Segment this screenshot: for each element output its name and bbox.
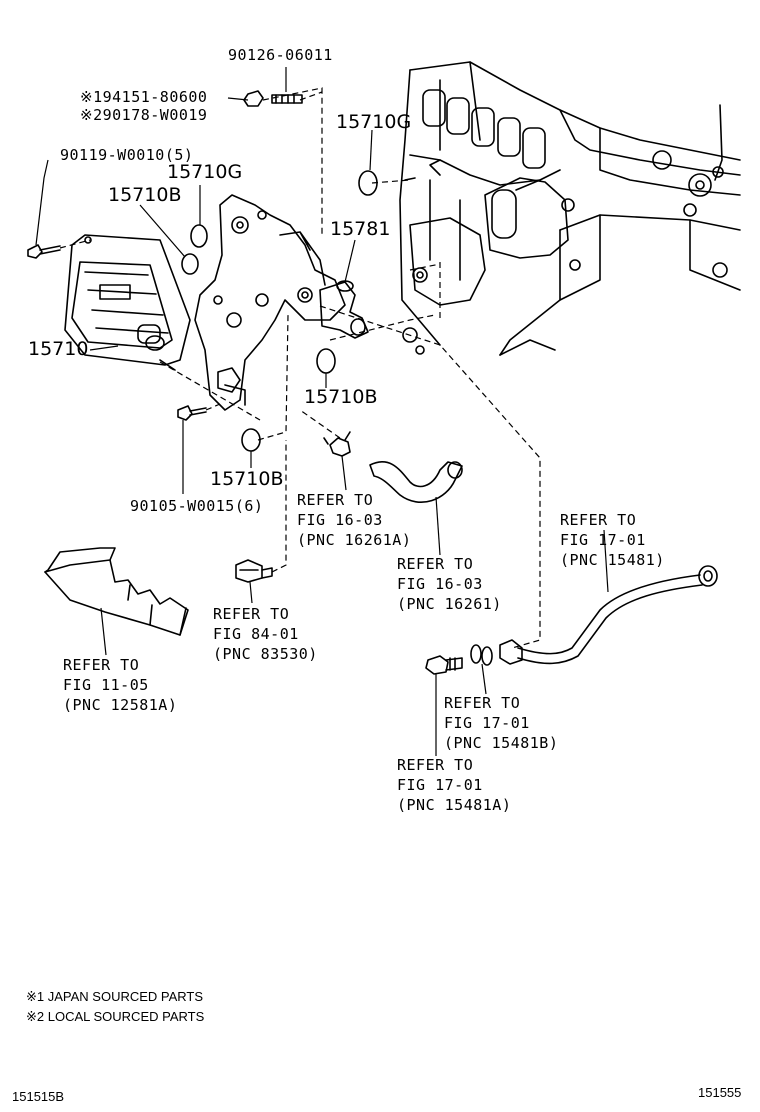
- part-label-90178[interactable]: ※290178-W0019: [80, 106, 208, 124]
- oil-cooler-illustration: [64, 234, 191, 371]
- part-label-15781[interactable]: 15781: [330, 218, 391, 240]
- footer-left-code: 151515B: [12, 1089, 65, 1104]
- refer-fig: FIG 17-01: [397, 776, 483, 794]
- gasket-pair-illustration: [470, 644, 493, 666]
- refer-fig: FIG 16-03: [297, 511, 383, 529]
- oil-pipe-illustration: [499, 565, 718, 665]
- union-bolt-illustration: [425, 655, 463, 675]
- refer-line: REFER TO: [397, 555, 474, 573]
- engine-block-illustration: [399, 61, 741, 356]
- cooler-bracket-illustration: [194, 194, 369, 411]
- part-label-15710g-upper[interactable]: 15710G: [336, 111, 412, 133]
- refer-block-83530[interactable]: REFER TO FIG 84-01 (PNC 83530): [213, 604, 318, 664]
- oil-pressure-switch-illustration: [235, 559, 273, 583]
- refer-fig: FIG 84-01: [213, 625, 299, 643]
- assembly-guide-lines: [59, 87, 541, 649]
- part-label-15710b-right[interactable]: 15710B: [304, 386, 378, 408]
- refer-block-16261a[interactable]: REFER TO FIG 16-03 (PNC 16261A): [297, 490, 411, 550]
- part-label-90105[interactable]: 90105-W0015(6): [130, 497, 264, 515]
- leader-lines: [35, 67, 609, 756]
- bolt-90119: [27, 244, 61, 259]
- refer-line: REFER TO: [63, 656, 140, 674]
- refer-fig: FIG 11-05: [63, 676, 149, 694]
- part-label-15710b-lower[interactable]: 15710B: [210, 468, 284, 490]
- refer-fig: FIG 17-01: [444, 714, 530, 732]
- o-ring-15710b-right: [316, 348, 336, 374]
- refer-pnc: (PNC 15481): [560, 551, 665, 569]
- part-label-94151[interactable]: ※194151-80600: [80, 88, 208, 106]
- refer-pnc: (PNC 15481A): [397, 796, 512, 814]
- refer-block-15481b[interactable]: REFER TO FIG 17-01 (PNC 15481B): [444, 693, 558, 753]
- refer-line: REFER TO: [213, 605, 290, 623]
- refer-block-12581a[interactable]: REFER TO FIG 11-05 (PNC 12581A): [63, 655, 177, 715]
- water-hose-illustration: [369, 460, 463, 504]
- part-label-90119[interactable]: 90119-W0010(5): [60, 146, 194, 164]
- refer-fig: FIG 16-03: [397, 575, 483, 593]
- stud-bolt-90126: [271, 94, 303, 104]
- part-label-15710[interactable]: 15710: [28, 338, 89, 360]
- chain-guide-illustration: [44, 547, 189, 636]
- footer-right-code: 151555: [698, 1085, 742, 1100]
- note-local-sourced: ※2 LOCAL SOURCED PARTS: [26, 1009, 205, 1024]
- bolt-90105: [177, 405, 207, 421]
- part-label-90126[interactable]: 90126-06011: [228, 46, 333, 64]
- refer-block-15481a[interactable]: REFER TO FIG 17-01 (PNC 15481A): [397, 755, 511, 815]
- refer-pnc: (PNC 16261): [397, 595, 502, 613]
- refer-line: REFER TO: [397, 756, 474, 774]
- o-ring-15710g-left: [190, 224, 208, 248]
- refer-fig: FIG 17-01: [560, 531, 646, 549]
- part-label-15710g-left[interactable]: 15710G: [167, 161, 243, 183]
- o-ring-15710b-left: [181, 253, 199, 275]
- refer-pnc: (PNC 12581A): [63, 696, 178, 714]
- nut-94151: [243, 90, 264, 107]
- o-ring-15710b-lower: [241, 428, 261, 452]
- refer-pnc: (PNC 16261A): [297, 531, 412, 549]
- refer-line: REFER TO: [444, 694, 521, 712]
- refer-line: REFER TO: [560, 511, 637, 529]
- refer-block-16261[interactable]: REFER TO FIG 16-03 (PNC 16261): [397, 554, 502, 614]
- refer-pnc: (PNC 15481B): [444, 734, 559, 752]
- refer-line: REFER TO: [297, 491, 374, 509]
- note-japan-sourced: ※1 JAPAN SOURCED PARTS: [26, 989, 204, 1004]
- part-label-15710b-left[interactable]: 15710B: [108, 184, 182, 206]
- refer-block-15481[interactable]: REFER TO FIG 17-01 (PNC 15481): [560, 510, 665, 570]
- refer-pnc: (PNC 83530): [213, 645, 318, 663]
- hose-clamp-illustration: [323, 431, 351, 457]
